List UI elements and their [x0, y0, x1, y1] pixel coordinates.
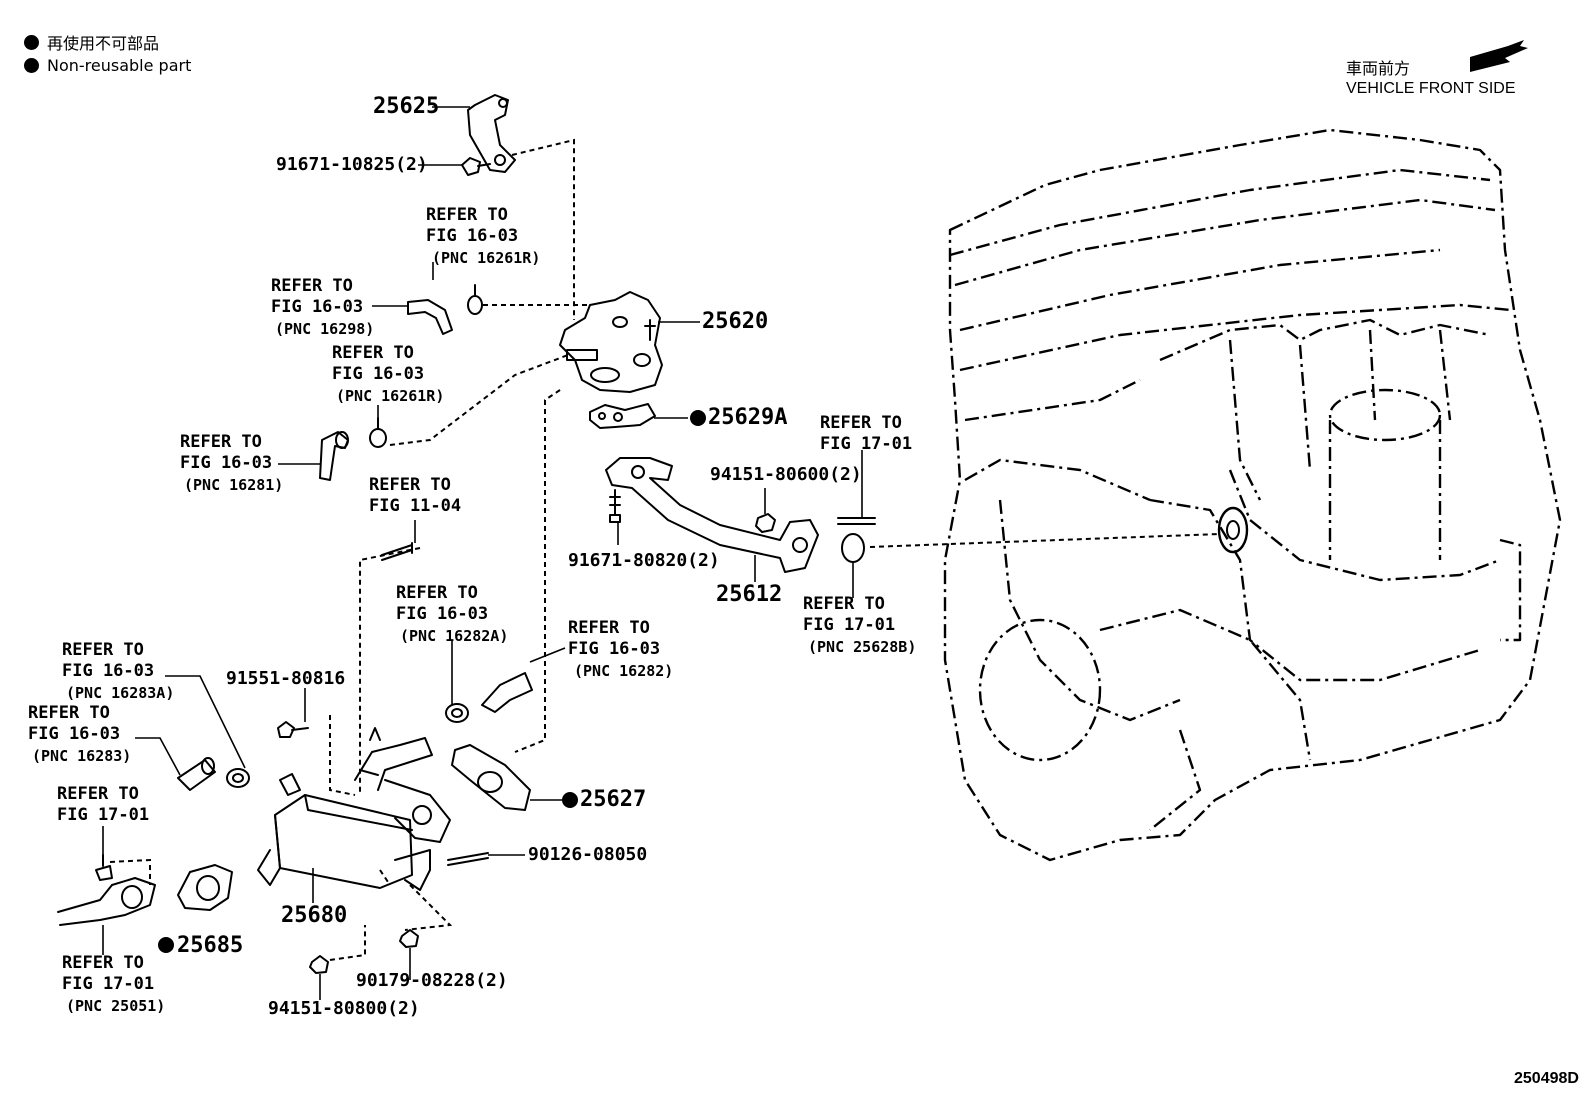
exhaust-pipe-flange-25051	[57, 877, 156, 926]
clip-16282a-icon	[445, 703, 469, 723]
part-number-25612[interactable]: 25612	[716, 582, 783, 607]
front-side-label-en: VEHICLE FRONT SIDE	[1346, 80, 1516, 97]
part-number-91671-10825[interactable]: 91671-10825(2)	[276, 154, 428, 175]
ref-16261r-lower-fig[interactable]: FIG 16-03	[332, 364, 425, 384]
legend-item-en: Non-reusable part	[24, 56, 191, 75]
ref-16261r-upper-refer: REFER TO	[426, 205, 508, 225]
bolt-fig-17-01-icon	[95, 854, 113, 881]
clip-16283a-icon	[226, 768, 250, 788]
ref-16298-refer: REFER TO	[271, 276, 353, 296]
gasket-25628b-icon	[841, 533, 865, 563]
engine-block-outline	[943, 128, 1562, 862]
ref-16282-fig[interactable]: FIG 16-03	[568, 639, 661, 659]
part-number-90179-08228[interactable]: 90179-08228(2)	[356, 970, 508, 991]
ref-17-01-bolt-refer: REFER TO	[57, 784, 139, 804]
stud-90126-08050-icon	[447, 852, 489, 866]
hose-16282	[481, 672, 533, 713]
non-reusable-markers	[158, 410, 706, 953]
part-number-25627[interactable]: 25627	[580, 787, 647, 812]
ref-16281-pnc: (PNC 16281)	[184, 476, 284, 494]
legend-item-jp: 再使用不可部品	[24, 30, 159, 54]
part-number-91671-80820[interactable]: 91671-80820(2)	[568, 550, 720, 571]
part-25620-egr-valve	[559, 291, 663, 393]
bolt-91671-80820-icon	[609, 489, 621, 523]
ref-16298-pnc: (PNC 16298)	[275, 320, 375, 338]
part-25680-egr-cooler	[257, 727, 451, 891]
part-number-25629a[interactable]: 25629A	[708, 405, 788, 430]
stud-fig-11-04-icon	[381, 542, 413, 561]
hose-16298	[407, 299, 453, 335]
ref-16281-fig[interactable]: FIG 16-03	[180, 453, 273, 473]
ref-16283-pnc: (PNC 16283)	[32, 747, 132, 765]
ref-25628b-fig[interactable]: FIG 17-01	[803, 615, 896, 635]
ref-16261r-upper-pnc: (PNC 16261R)	[432, 249, 541, 267]
part-number-90126-08050[interactable]: 90126-08050	[528, 844, 648, 865]
part-25625-bracket	[467, 94, 516, 173]
ref-16282-refer: REFER TO	[568, 618, 650, 638]
nut-90179-08228-icon	[399, 929, 419, 948]
front-direction-arrow-icon	[1470, 40, 1528, 72]
ref-17-01-bolt-fig[interactable]: FIG 17-01	[57, 805, 150, 825]
ref-16283a-pnc: (PNC 16283A)	[66, 684, 175, 702]
ref-16298-fig[interactable]: FIG 16-03	[271, 297, 364, 317]
non-reusable-dot-icon	[24, 34, 39, 50]
ref-16282a-pnc: (PNC 16282A)	[400, 627, 509, 645]
ref-16282a-fig[interactable]: FIG 16-03	[396, 604, 489, 624]
stud-fig-17-01-icon	[837, 517, 876, 525]
ref-17-01-stud-refer: REFER TO	[820, 413, 902, 433]
part-number-25685[interactable]: 25685	[177, 933, 244, 958]
part-number-25680[interactable]: 25680	[281, 903, 348, 928]
ref-16282a-refer: REFER TO	[396, 583, 478, 603]
part-number-94151-80800[interactable]: 94151-80800(2)	[268, 998, 420, 1019]
ref-16261r-upper-fig[interactable]: FIG 16-03	[426, 226, 519, 246]
legend-text-jp: 再使用不可部品	[47, 34, 160, 53]
ref-11-04-fig[interactable]: FIG 11-04	[369, 496, 462, 516]
nut-94151-80800-icon	[309, 955, 329, 974]
bolt-91551-80816-icon	[277, 721, 309, 738]
part-number-25625[interactable]: 25625	[373, 94, 440, 119]
ref-25628b-pnc: (PNC 25628B)	[808, 638, 917, 656]
bolt-91671-10825-icon	[461, 157, 491, 176]
ref-25628b-refer: REFER TO	[803, 594, 885, 614]
part-number-25620[interactable]: 25620	[702, 309, 769, 334]
hose-16281	[319, 431, 349, 481]
part-25629a-gasket	[589, 403, 656, 429]
figure-id: 250498D	[1514, 1070, 1579, 1087]
ref-25051-fig[interactable]: FIG 17-01	[62, 974, 155, 994]
leader-lines	[102, 106, 863, 1000]
non-reusable-dot-icon	[24, 58, 39, 73]
hose-16283	[177, 757, 216, 791]
part-number-91551-80816[interactable]: 91551-80816	[226, 668, 346, 689]
ref-16261r-lower-pnc: (PNC 16261R)	[336, 387, 445, 405]
ref-16281-refer: REFER TO	[180, 432, 262, 452]
hose-clip-16261r-icon	[467, 284, 483, 315]
part-25627-gasket	[451, 744, 531, 811]
assembly-guide-lines	[109, 138, 1221, 961]
nut-94151-80600-icon	[755, 513, 776, 533]
ref-25051-pnc: (PNC 25051)	[66, 997, 166, 1015]
ref-16282-pnc: (PNC 16282)	[574, 662, 674, 680]
part-25685-gasket	[177, 864, 233, 911]
front-side-label-jp: 車両前方	[1346, 61, 1411, 78]
ref-11-04-refer: REFER TO	[369, 475, 451, 495]
ref-16283-refer: REFER TO	[28, 703, 110, 723]
ref-25051-refer: REFER TO	[62, 953, 144, 973]
ref-16283a-refer: REFER TO	[62, 640, 144, 660]
ref-16261r-lower-refer: REFER TO	[332, 343, 414, 363]
legend-text-en: Non-reusable part	[47, 56, 192, 75]
part-number-94151-80600[interactable]: 94151-80600(2)	[710, 464, 862, 485]
part-25612-egr-pipe	[605, 457, 819, 573]
ref-17-01-stud-fig[interactable]: FIG 17-01	[820, 434, 913, 454]
ref-16283-fig[interactable]: FIG 16-03	[28, 724, 121, 744]
ref-16283a-fig[interactable]: FIG 16-03	[62, 661, 155, 681]
